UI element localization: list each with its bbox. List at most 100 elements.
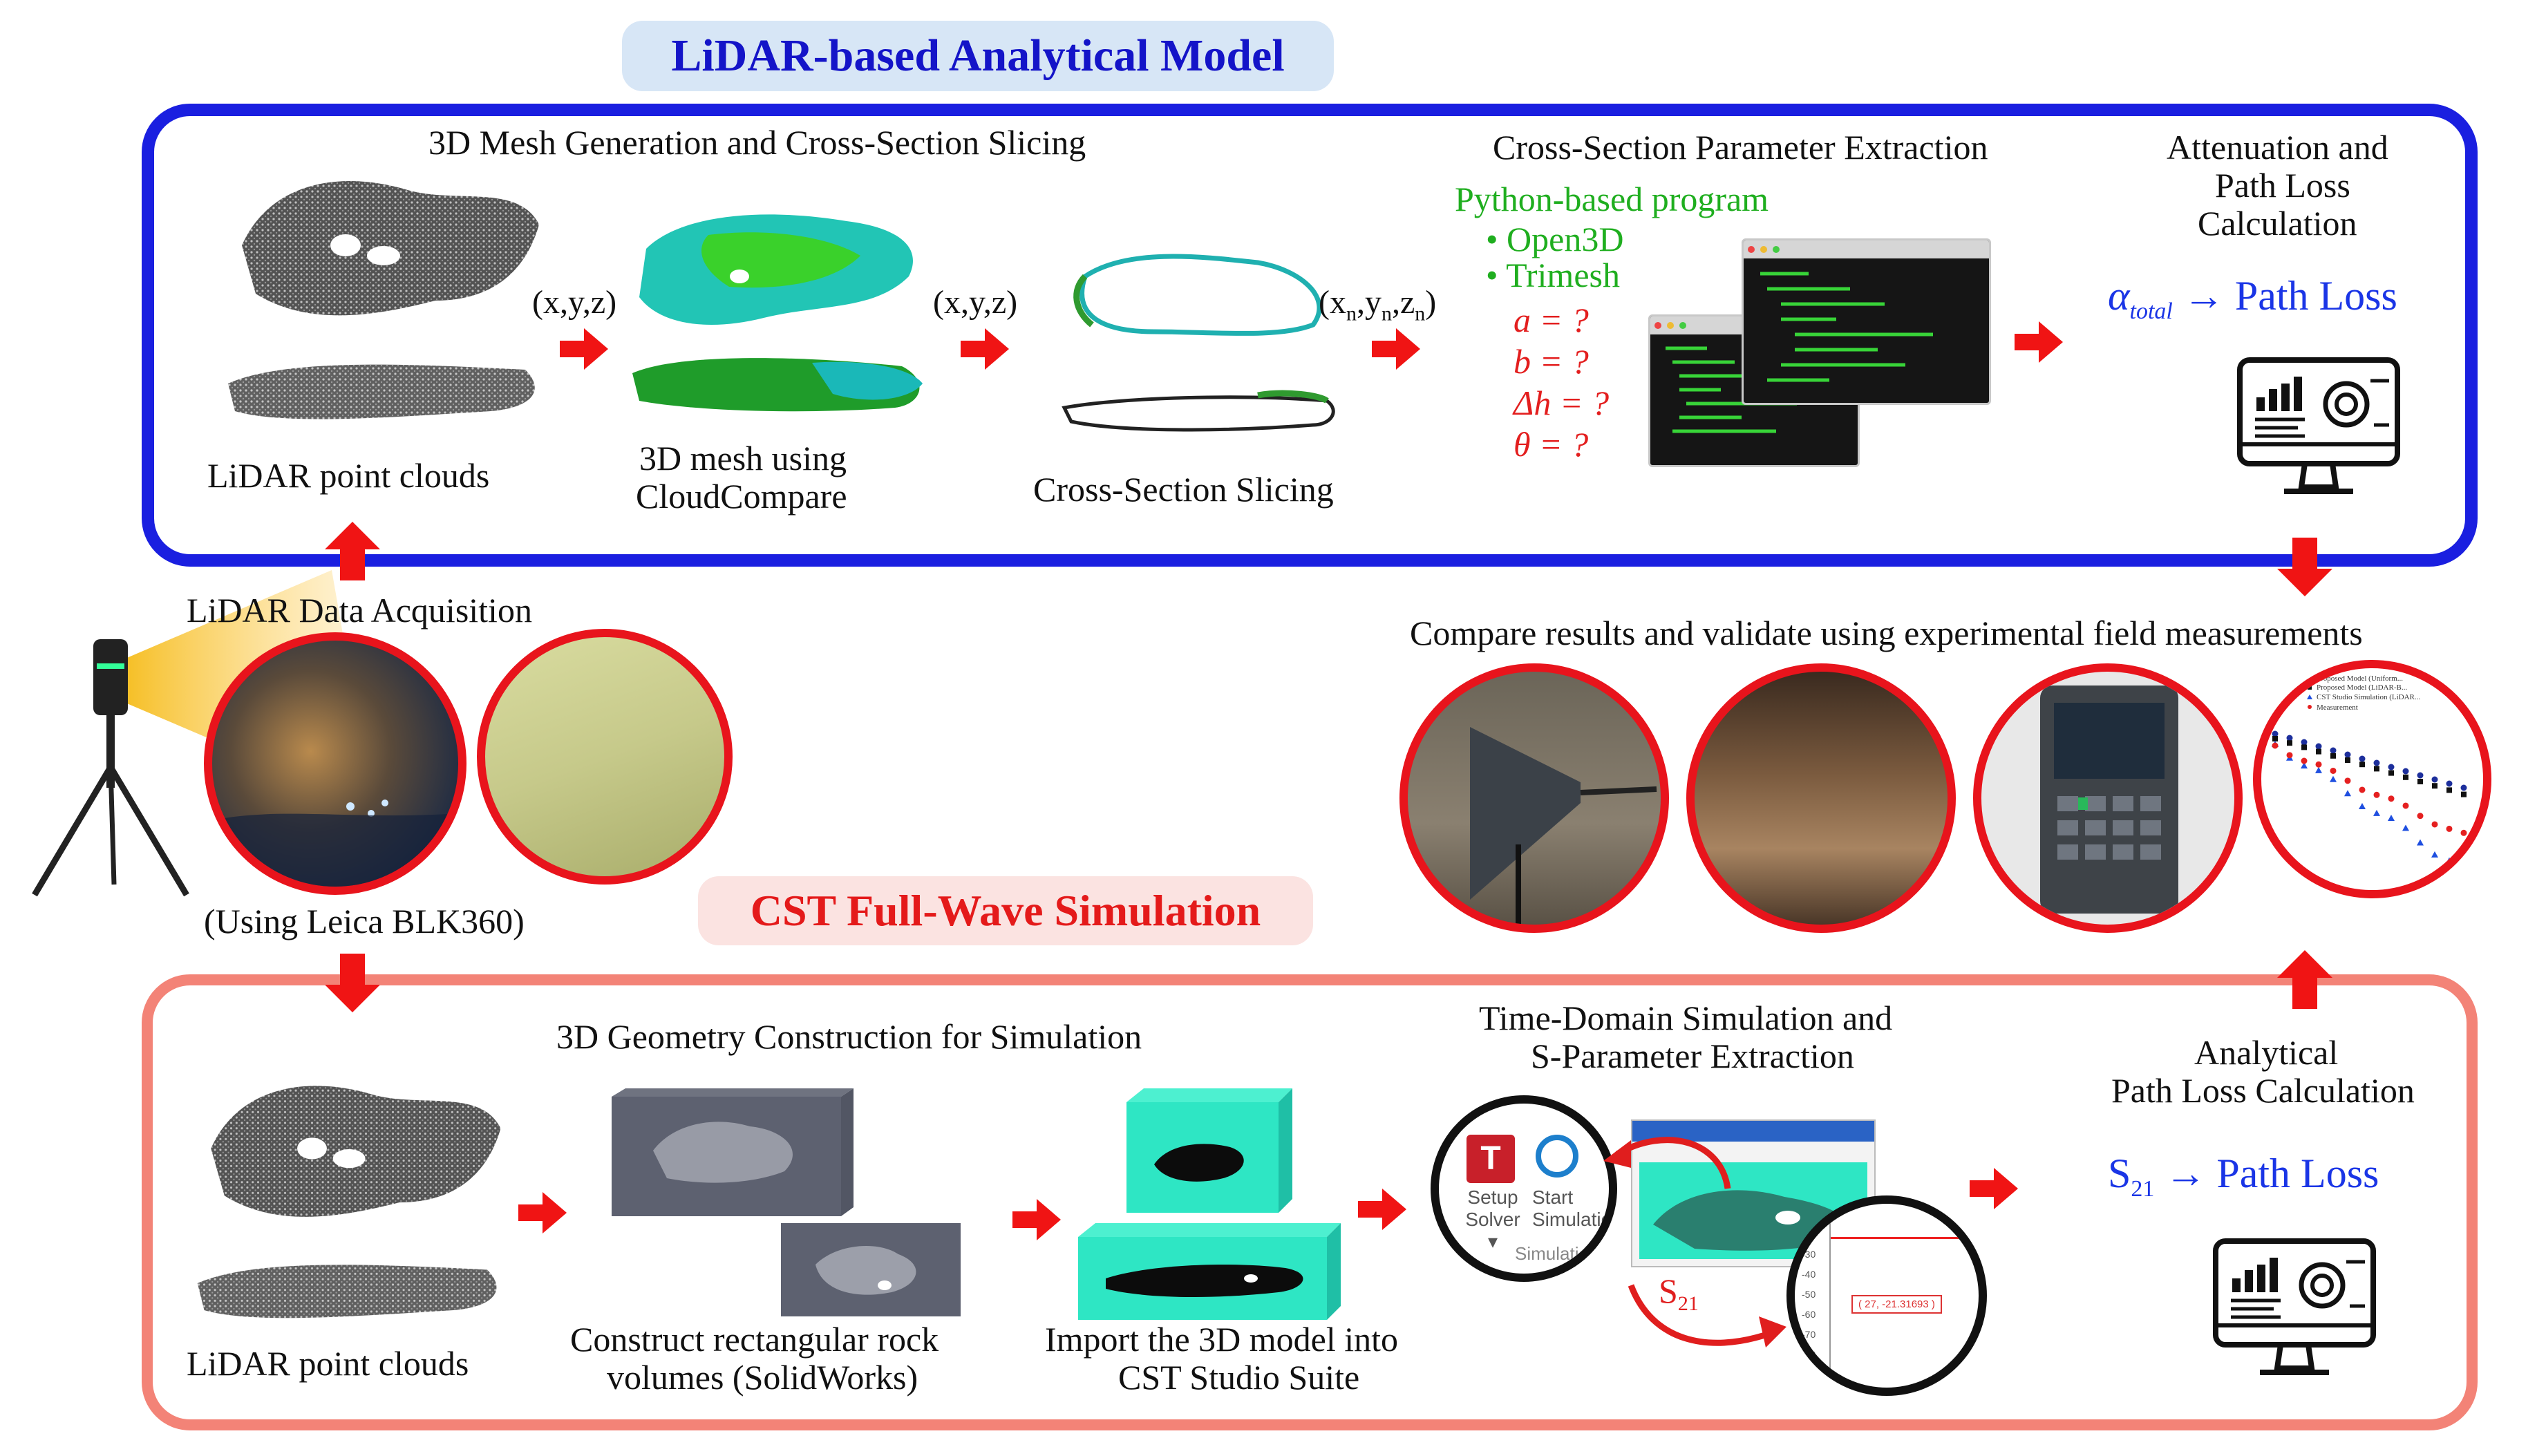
construct-volumes-line1: Construct rectangular rock <box>570 1320 939 1359</box>
mesh-generation-title: 3D Mesh Generation and Cross-Section Sli… <box>428 123 1086 162</box>
chart-marker <box>2388 795 2395 802</box>
chart-marker <box>2388 764 2395 770</box>
red-arrow-up-icon <box>2277 950 2332 1009</box>
chart-marker <box>2460 829 2467 836</box>
red-arrow-down-icon <box>325 954 380 1012</box>
red-arrow-icon <box>560 328 608 370</box>
red-arrow-icon <box>1012 1199 1061 1240</box>
setup-solver-icon[interactable]: T <box>1467 1135 1515 1183</box>
analytical-model-frame <box>142 104 2478 567</box>
compare-validate-label: Compare results and validate using exper… <box>1410 614 2363 652</box>
red-arrow-icon <box>518 1192 567 1233</box>
chart-marker <box>2330 767 2337 774</box>
chart-marker <box>2286 752 2293 759</box>
param-theta: θ = ? <box>1514 425 1589 464</box>
chart-marker <box>2301 739 2308 746</box>
chart-marker <box>2359 802 2366 809</box>
s21-curve-label: S21 <box>1659 1271 1699 1315</box>
xn-yn-zn-coordinates: (xn,yn,zn) <box>1319 284 1437 325</box>
analytical-model-title: LiDAR-based Analytical Model <box>622 21 1334 91</box>
cloudcompare-mesh-image <box>632 214 923 412</box>
scan-mesh-circle <box>477 629 733 885</box>
red-arrow-icon <box>1372 328 1420 370</box>
chart-marker <box>2315 761 2322 768</box>
svg-text:Proposed Model (LiDAR-B...: Proposed Model (LiDAR-B... <box>2317 683 2407 692</box>
svg-text:Measurement: Measurement <box>2317 703 2358 712</box>
chart-marker <box>2359 762 2365 768</box>
chart-marker <box>2460 784 2467 791</box>
chart-marker <box>2461 791 2467 797</box>
chart-marker <box>2446 825 2453 832</box>
red-arrow-icon <box>2015 321 2063 363</box>
chart-marker <box>2301 744 2307 750</box>
code-window-icon <box>1742 238 1991 405</box>
chart-marker <box>2287 740 2292 746</box>
chart-marker <box>2330 753 2336 759</box>
solidworks-rock-volume-2 <box>781 1223 961 1316</box>
param-delta-h: Δh = ? <box>1514 384 1610 422</box>
cst-mesh-render <box>1653 1190 1850 1251</box>
chart-marker <box>2272 736 2278 741</box>
red-arrow-icon <box>1970 1168 2018 1209</box>
leica-device-label: (Using Leica BLK360) <box>204 902 525 940</box>
mesh-label-line1: 3D mesh using <box>639 439 847 478</box>
horn-antenna-image <box>1470 727 1657 925</box>
cross-section-slices-image <box>1062 254 1335 432</box>
chart-marker <box>2446 780 2453 787</box>
attenuation-title-line3: Calculation <box>2198 204 2357 243</box>
chart-marker <box>2316 748 2321 755</box>
library-open3d: • Open3D <box>1486 220 1624 258</box>
chart-marker <box>2402 768 2409 775</box>
start-simulation-icon[interactable] <box>1536 1135 1578 1178</box>
chart-marker <box>2330 747 2337 754</box>
monitor-analytics-icon <box>2213 1238 2376 1375</box>
chart-marker <box>2417 772 2424 779</box>
path-loss-chart-circle: Proposed Model (Uniform... Proposed Mode… <box>2253 660 2491 898</box>
s21-y-axis: -20-30-40-50-60-70-80 <box>1802 1229 1816 1360</box>
monitor-analytics-icon <box>2237 357 2400 494</box>
svg-text:Proposed Model (Uniform...: Proposed Model (Uniform... <box>2317 674 2403 683</box>
attenuation-title-line1: Attenuation and <box>2167 128 2388 167</box>
geometry-construction-title: 3D Geometry Construction for Simulation <box>556 1017 1142 1056</box>
s21-curve <box>1831 1237 1979 1239</box>
red-arrow-icon <box>1358 1189 1406 1230</box>
path-loss-chart: Proposed Model (Uniform... Proposed Mode… <box>2272 674 2467 869</box>
chart-marker <box>2344 790 2351 797</box>
chart-marker <box>2315 766 2322 773</box>
param-a: a = ? <box>1514 301 1589 339</box>
chart-marker <box>2402 824 2409 831</box>
time-domain-title-line1: Time-Domain Simulation and <box>1479 999 1893 1037</box>
chart-marker <box>2272 730 2279 737</box>
chart-marker <box>2359 755 2366 762</box>
chart-marker <box>2431 821 2438 828</box>
chart-marker <box>2388 815 2395 822</box>
construct-volumes-line2: volumes (SolidWorks) <box>607 1358 918 1397</box>
chart-marker <box>2344 777 2351 784</box>
cave-photo-circle <box>204 632 466 895</box>
chart-marker <box>2330 775 2337 782</box>
parameter-extraction-title: Cross-Section Parameter Extraction <box>1493 128 1988 167</box>
xyz-coordinates-1: (x,y,z) <box>532 284 617 321</box>
chart-marker <box>2344 751 2351 758</box>
curved-arrows <box>1603 1137 1786 1348</box>
chart-marker <box>2373 791 2380 798</box>
param-b: b = ? <box>1514 342 1589 381</box>
s21-path-loss-formula: S21 → Path Loss <box>2108 1151 2379 1202</box>
cave-lights-image <box>212 800 458 887</box>
red-arrow-down-icon <box>2277 538 2332 596</box>
cst-model-cube-2 <box>1078 1223 1341 1320</box>
lidar-point-clouds-label: LiDAR point clouds <box>207 456 490 495</box>
chart-marker <box>2373 759 2380 766</box>
import-model-line1: Import the 3D model into <box>1045 1320 1399 1359</box>
alpha-path-loss-formula: αtotal → Path Loss <box>2108 273 2397 324</box>
analytical-path-loss-line2: Path Loss Calculation <box>2111 1071 2415 1110</box>
chart-marker <box>2417 813 2424 820</box>
chart-marker <box>2373 809 2380 816</box>
red-arrow-icon <box>961 328 1009 370</box>
cst-model-cube-1 <box>1126 1088 1292 1213</box>
spectrum-analyzer-image <box>2040 686 2178 914</box>
chart-marker <box>2417 839 2424 846</box>
import-model-line2: CST Studio Suite <box>1118 1358 1360 1397</box>
